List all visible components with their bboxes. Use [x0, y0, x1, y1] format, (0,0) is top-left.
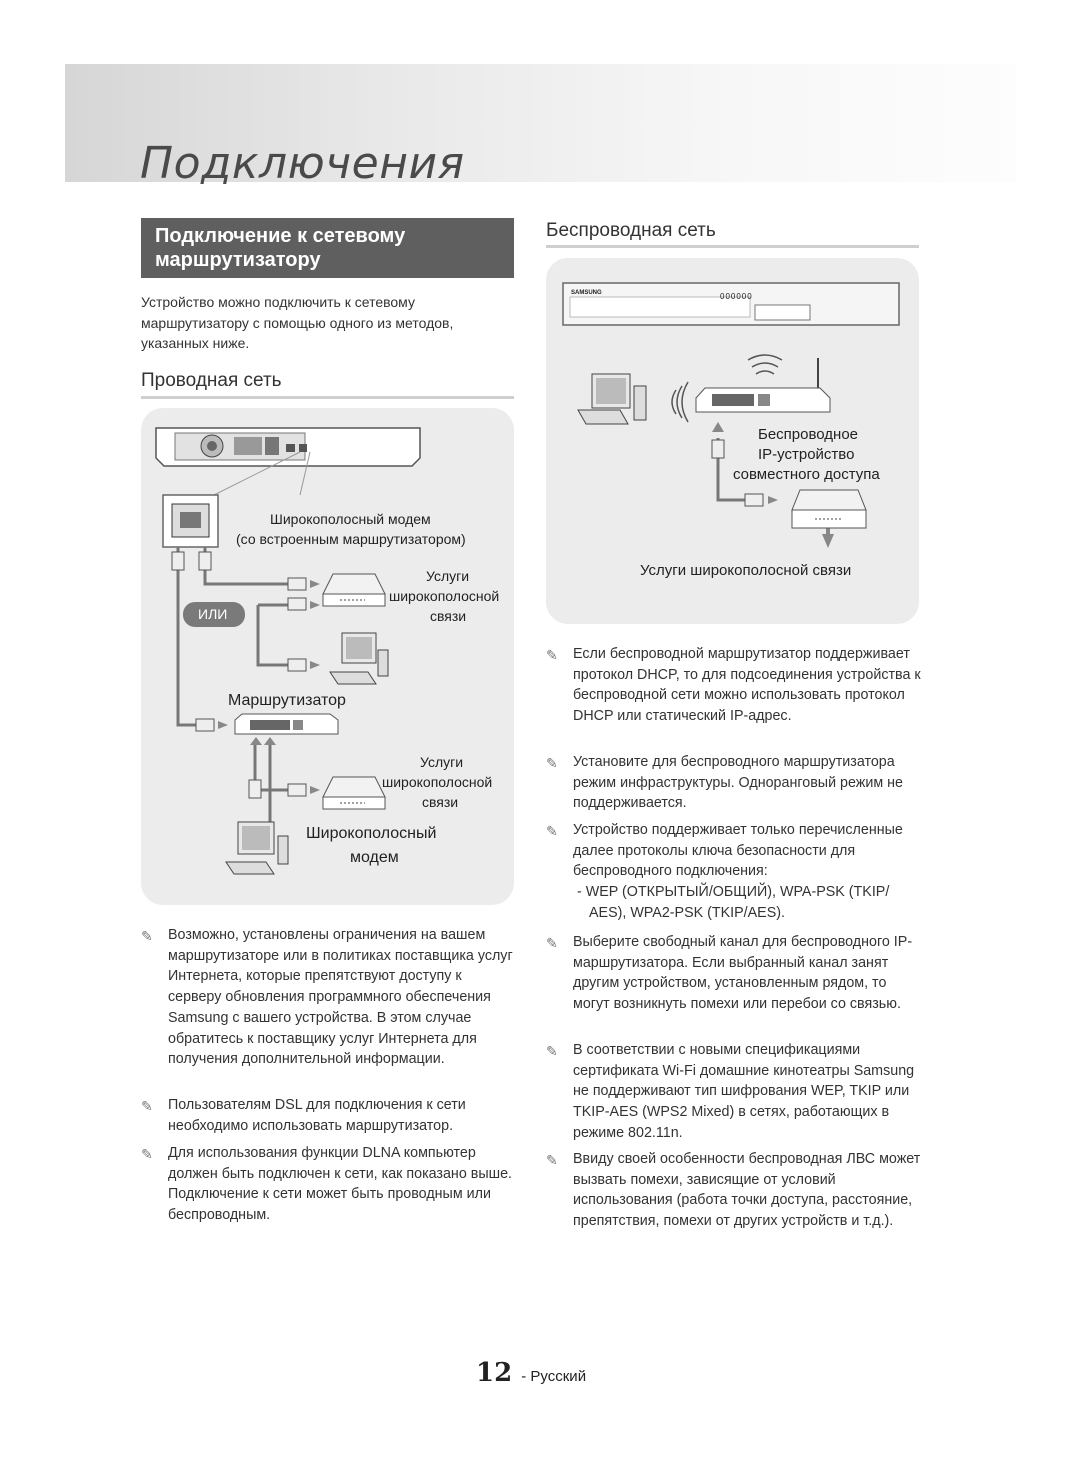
- ap-label-1: Беспроводное: [758, 426, 859, 443]
- section-header-line2: маршрутизатору: [155, 249, 321, 271]
- ap-label-3: совместного доступа: [733, 466, 880, 483]
- computer-icon-wireless: [577, 373, 647, 425]
- computer-icon-2: [225, 821, 289, 875]
- wired-diagram-panel: [141, 408, 514, 905]
- note-item: ✎ Выберите свободный канал для беспровод…: [546, 934, 913, 1013]
- modem-label-1: Широкополосный модем: [270, 511, 431, 527]
- protocols-line2: AES), WPA2-PSK (TKIP/AES).: [589, 905, 785, 921]
- note-item: ✎ Ввиду своей особенности беспроводная Л…: [546, 1151, 921, 1230]
- modem-icon-wireless: [791, 489, 867, 529]
- or-label: ИЛИ: [198, 606, 228, 622]
- computer-icon: [329, 632, 389, 685]
- header-banner: [65, 64, 1016, 182]
- services1-line1: Услуги: [426, 568, 470, 584]
- router-icon: [234, 713, 339, 735]
- or-bubble: [183, 602, 245, 627]
- note-item: ✎ Если беспроводной маршрутизатор поддер…: [546, 646, 921, 725]
- section-header-line1: Подключение к сетевому: [155, 225, 406, 247]
- note-pencil-icon: ✎: [141, 1146, 153, 1162]
- note-pencil-icon: ✎: [546, 1152, 558, 1168]
- note-pencil-icon: ✎: [141, 1098, 153, 1114]
- modem-icon: [322, 573, 386, 607]
- services1-line2: широкополосной: [389, 588, 500, 604]
- ap-label-2: IP-устройство: [758, 446, 855, 463]
- services2-line3: связи: [422, 794, 459, 810]
- section-header: Подключение к сетевому маршрутизатору: [141, 218, 514, 278]
- wired-rule: [141, 396, 514, 399]
- wireless-rule: [546, 245, 919, 248]
- router-icon-wireless: [695, 358, 831, 413]
- services2-line1: Услуги: [420, 754, 464, 770]
- lan-port-zoom: [162, 494, 219, 548]
- router-label: Маршрутизатор: [228, 692, 346, 709]
- note-pencil-icon: ✎: [546, 647, 558, 663]
- wifi-waves-icon: [747, 354, 783, 375]
- wifi-waves-side-icon: [671, 381, 689, 423]
- protocols-line1: - WEP (ОТКРЫТЫЙ/ОБЩИЙ), WPA-PSK (TKIP/: [577, 884, 890, 900]
- services1-line3: связи: [430, 608, 467, 624]
- home-theater-icon: [562, 282, 900, 326]
- modem2-line2: модем: [350, 849, 399, 866]
- wired-title: Проводная сеть: [141, 370, 282, 391]
- note-item: ✎ Для использования функции DLNA компьют…: [141, 1145, 513, 1224]
- modem-label-2: (со встроенным маршрутизатором): [236, 531, 466, 547]
- note-pencil-icon: ✎: [546, 1043, 558, 1059]
- page-language: - Русский: [521, 1368, 587, 1385]
- note-pencil-icon: ✎: [546, 755, 558, 771]
- page-footer: 12 - Русский: [476, 1358, 586, 1388]
- note-item: ✎ Возможно, установлены ограничения на в…: [141, 927, 513, 1068]
- intro-text: Устройство можно подключить к сетевому м…: [141, 294, 454, 352]
- player-back-panel: [155, 427, 421, 467]
- note-item: ✎ Устройство поддерживает только перечис…: [546, 822, 903, 880]
- brand-label: SAMSUNG: [571, 290, 602, 296]
- modem-icon-2: [322, 776, 386, 810]
- note-pencil-icon: ✎: [141, 928, 153, 944]
- page-title: Подключения: [140, 138, 465, 189]
- page-number: 12: [476, 1358, 513, 1388]
- modem2-line1: Широкополосный: [306, 825, 437, 842]
- note-pencil-icon: ✎: [546, 823, 558, 839]
- services2-line2: широкополосной: [382, 774, 493, 790]
- note-item: ✎ Установите для беспроводного маршрутиз…: [546, 754, 903, 812]
- services-label: Услуги широкополосной связи: [640, 562, 852, 579]
- note-item: ✎ Пользователям DSL для подключения к се…: [141, 1097, 466, 1134]
- note-item: ✎ В соответствии с новыми спецификациями…: [546, 1042, 915, 1141]
- display-readout: 000000: [720, 292, 753, 301]
- note-pencil-icon: ✎: [546, 935, 558, 951]
- wireless-title: Беспроводная сеть: [546, 220, 716, 241]
